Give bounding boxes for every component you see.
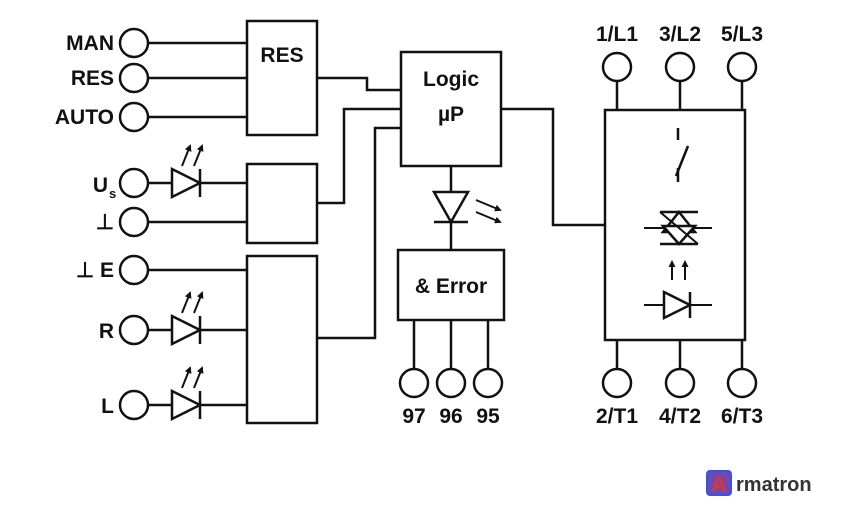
brand-logo-glow	[708, 472, 730, 494]
supply-block	[245, 162, 319, 245]
led-r-icon	[170, 291, 204, 347]
label-97: 97	[402, 405, 425, 428]
logic-label: Logic	[423, 68, 479, 91]
terminal-man	[118, 27, 150, 59]
terminal-ground-e	[118, 254, 150, 286]
terminal-ground	[118, 206, 150, 238]
output-leds-block	[245, 254, 319, 425]
terminal-96	[435, 367, 467, 399]
terminal-6t3	[726, 367, 758, 399]
terminal-l	[118, 389, 150, 421]
label-96: 96	[439, 405, 462, 428]
label-r: R	[99, 320, 114, 343]
brand-logo: A rmatron	[706, 470, 812, 496]
label-us: U	[93, 174, 108, 197]
triac-icon	[644, 209, 712, 246]
label-res: RES	[71, 67, 114, 90]
label-man: MAN	[66, 32, 114, 55]
logic-label-mu: µP	[438, 103, 464, 126]
label-3l2: 3/L2	[659, 23, 701, 46]
wire-leds-to-logic	[317, 126, 401, 340]
terminal-2t1	[601, 367, 633, 399]
terminal-3l2	[664, 51, 696, 83]
label-ground-e: ⊥ E	[76, 259, 114, 282]
label-5l3: 5/L3	[721, 23, 763, 46]
terminal-95	[472, 367, 504, 399]
brand-logo-badge	[706, 470, 732, 496]
label-95: 95	[476, 405, 500, 428]
wire-logic-to-power	[501, 107, 605, 227]
terminal-us	[118, 167, 150, 199]
led-error-icon	[431, 190, 502, 225]
label-ground: ⊥	[96, 211, 114, 234]
res-block-label: RES	[260, 44, 303, 67]
terminal-5l3	[726, 51, 758, 83]
wire-supply-to-logic	[317, 107, 401, 205]
led-l-icon	[170, 366, 204, 422]
logic-block	[399, 50, 503, 168]
brand-name: rmatron	[736, 474, 812, 496]
terminal-97	[398, 367, 430, 399]
res-block	[245, 19, 319, 137]
label-us-subscript: s	[109, 186, 116, 201]
terminal-r	[118, 314, 150, 346]
label-4t2: 4/T2	[659, 405, 701, 428]
label-auto: AUTO	[55, 106, 114, 129]
label-us-main: U	[93, 174, 108, 197]
error-label: & Error	[415, 275, 487, 298]
opto-diode-icon	[644, 289, 712, 321]
led-us-icon	[170, 144, 204, 200]
terminal-auto	[118, 101, 150, 133]
bypass-switch-icon	[674, 128, 690, 182]
label-1l1: 1/L1	[596, 23, 638, 46]
terminal-4t2	[664, 367, 696, 399]
label-6t3: 6/T3	[721, 405, 763, 428]
terminal-res	[118, 62, 150, 94]
terminal-1l1	[601, 51, 633, 83]
wire-res-to-logic	[317, 76, 401, 92]
label-l: L	[101, 395, 114, 418]
label-2t1: 2/T1	[596, 405, 638, 428]
brand-logo-letter: A	[712, 474, 726, 496]
